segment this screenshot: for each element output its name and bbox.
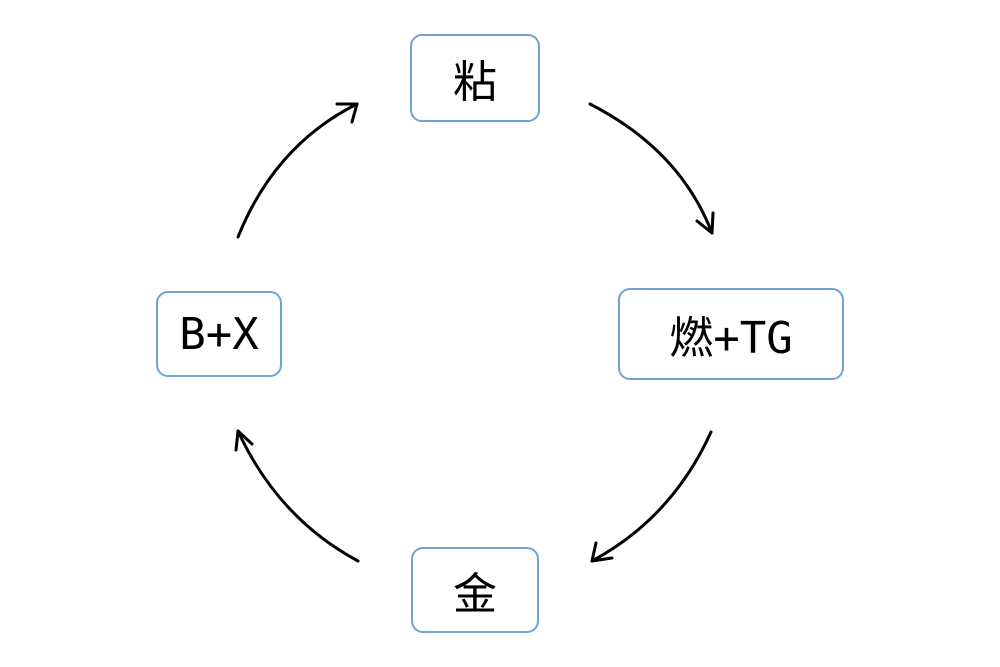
node-top: 粘 (410, 34, 540, 122)
arrow-right-to-bottom (590, 430, 713, 563)
arrow-left-to-top (236, 102, 359, 239)
node-left: B+X (156, 291, 282, 377)
node-right: 燃+TG (618, 288, 844, 380)
node-top-label: 粘 (453, 57, 497, 108)
arrow-top-to-right (588, 102, 715, 235)
node-bottom: 金 (411, 547, 539, 633)
node-bottom-label: 金 (453, 569, 497, 620)
node-left-label: B+X (179, 308, 259, 360)
node-right-label: 燃+TG (669, 313, 793, 364)
arrow-bottom-to-left (234, 429, 360, 563)
